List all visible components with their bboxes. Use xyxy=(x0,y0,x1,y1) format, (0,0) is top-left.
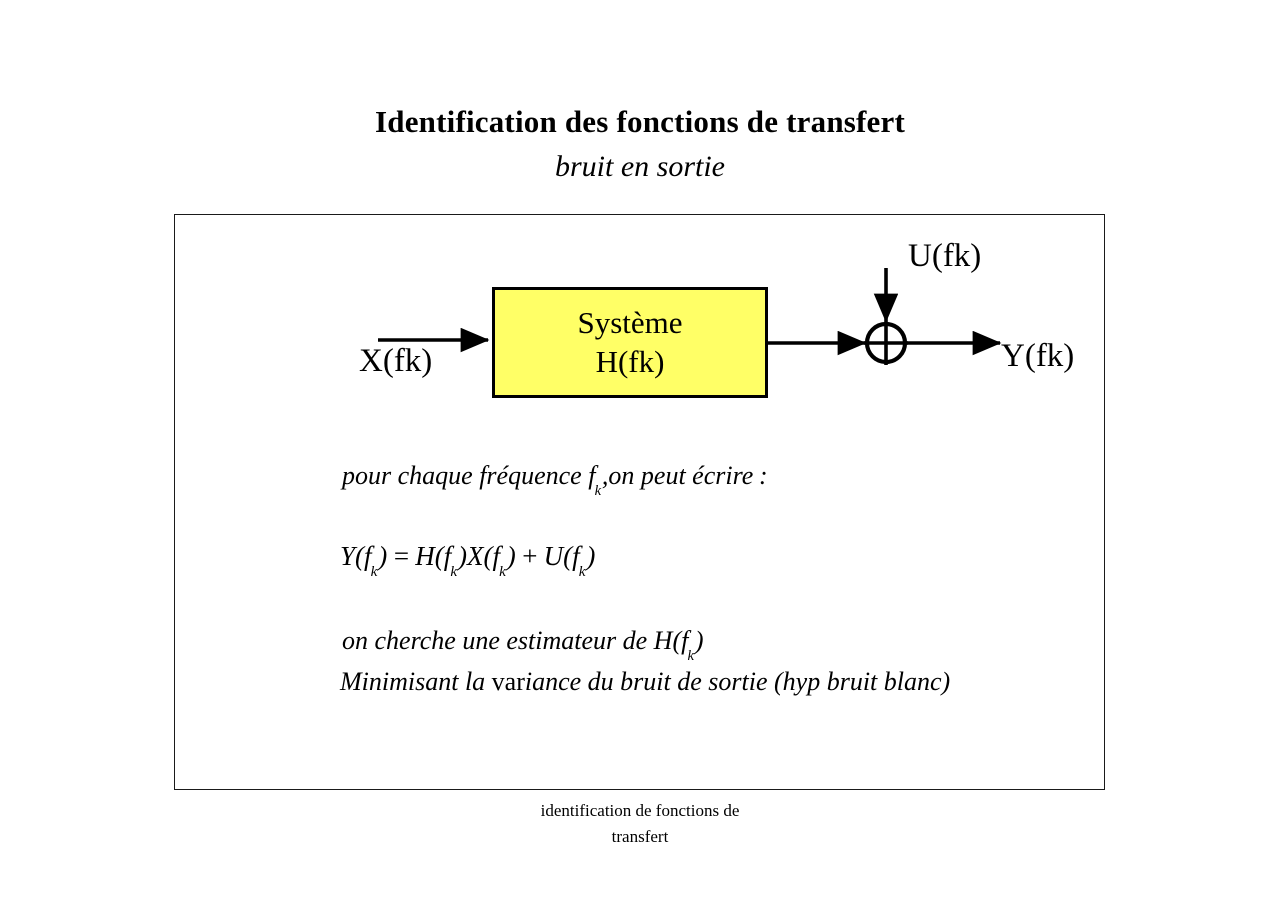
estimator-fn: H xyxy=(653,626,673,655)
eq-var-3: f xyxy=(492,541,500,571)
noise-label: U(fk) xyxy=(908,238,982,274)
eq-var-4: f xyxy=(572,541,580,571)
eq-close-3: ) xyxy=(506,541,516,571)
eq-var-1: f xyxy=(364,541,372,571)
estimator-open: ( xyxy=(672,626,682,655)
eq-open-2: ( xyxy=(434,541,444,571)
eq-close-2: ) xyxy=(457,541,467,571)
equation-line: Y(fk)=H(fk)X(fk)+U(fk) xyxy=(340,541,596,580)
eq-sub-3: k xyxy=(499,563,506,580)
estimator-text: on cherche une estimateur de xyxy=(342,626,654,655)
estimator-var: f xyxy=(681,626,689,655)
intro-sub: k xyxy=(594,482,602,499)
input-label: X(fk) xyxy=(359,343,433,379)
minimise-paren: (hyp bruit blanc) xyxy=(774,667,951,696)
eq-sub-2: k xyxy=(450,563,458,580)
eq-open-1: ( xyxy=(355,541,365,571)
system-block-line2: H(fk) xyxy=(595,343,665,379)
system-block-line1: Système xyxy=(577,305,683,341)
eq-u: U xyxy=(543,541,564,571)
eq-open-3: ( xyxy=(483,541,493,571)
intro-post: ,on peut écrire xyxy=(601,461,754,490)
eq-sub-1: k xyxy=(370,563,378,580)
eq-close-4: ) xyxy=(586,541,596,571)
eq-x: X xyxy=(466,541,484,571)
footer-line-2: transfert xyxy=(611,827,669,847)
eq-equals: = xyxy=(392,541,411,571)
minimise-line: Minimisant la variance du bruit de sorti… xyxy=(340,667,950,697)
plus-circle-icon xyxy=(864,321,908,365)
intro-pre: pour chaque fréquence xyxy=(342,461,589,490)
eq-close-1: ) xyxy=(378,541,388,571)
footer-line-1: identification de fonctions de xyxy=(540,801,740,820)
minimise-pre: Minimisant la xyxy=(340,667,492,696)
minimise-var-upright: var xyxy=(491,667,525,696)
estimator-close: ) xyxy=(694,626,704,655)
estimator-line: on cherche une estimateur de H(fk) xyxy=(342,626,704,664)
eq-plus: + xyxy=(520,541,539,571)
eq-lhs-fn: Y xyxy=(340,541,356,571)
intro-colon: : xyxy=(759,461,768,490)
block-diagram xyxy=(174,214,1105,474)
output-label: Y(fk) xyxy=(1001,338,1075,374)
minimise-post: iance du bruit de sortie xyxy=(524,667,775,696)
system-block: Système H(fk) xyxy=(492,287,768,398)
eq-var-2: f xyxy=(443,541,452,571)
estimator-sub: k xyxy=(687,647,694,664)
eq-open-4: ( xyxy=(563,541,573,571)
footer: identification de fonctions de transfert xyxy=(0,798,1280,851)
intro-var: f xyxy=(588,461,596,490)
page-subtitle: bruit en sortie xyxy=(555,150,725,183)
diagram-lines xyxy=(378,268,1002,365)
page-title: Identification des fonctions de transfer… xyxy=(375,104,905,139)
eq-sub-4: k xyxy=(578,563,586,580)
eq-h: H xyxy=(415,541,435,571)
intro-text-line: pour chaque fréquence fk,on peut écrire: xyxy=(342,461,768,499)
